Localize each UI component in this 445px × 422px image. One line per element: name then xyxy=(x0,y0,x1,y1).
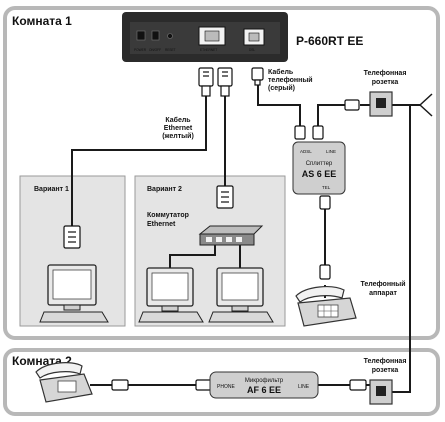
pc1-ethernet-plug xyxy=(63,225,81,249)
router-power-port xyxy=(136,30,146,41)
splitter-name: Сплиттер xyxy=(306,161,333,167)
phone-cable-label-line2: телефонный xyxy=(268,76,313,84)
splitter-adsl-plug xyxy=(294,125,306,140)
router-port-label-reset: RESET xyxy=(165,48,176,52)
splitter-port-adsl: ADSL xyxy=(300,149,312,154)
splitter-model: AS 6 EE xyxy=(302,169,337,179)
ethernet-cable-variant1 xyxy=(71,95,207,228)
splitter-body xyxy=(292,141,346,195)
router-port-label-dsl: DSL xyxy=(249,48,255,52)
splitter: ADSL LINE Сплиттер AS 6 EE TEL xyxy=(292,141,346,195)
line-plug-socket1 xyxy=(344,99,360,111)
external-line-fork xyxy=(419,93,433,117)
telephone-2 xyxy=(35,362,93,403)
splitter-tel-plug xyxy=(319,195,331,210)
microfilter-port-line: LINE xyxy=(298,384,310,390)
phone-cable-label-line1: Кабель xyxy=(268,68,294,76)
phone-cable-router-to-splitter xyxy=(257,80,301,128)
microfilter-model: AF 6 EE xyxy=(247,385,281,395)
router: POWER ON/OFF RESET ETHERNET DSL xyxy=(122,12,288,62)
ethernet-switch xyxy=(198,225,264,246)
switch-label-line2: Ethernet xyxy=(147,221,176,228)
variant1-title: Вариант 1 xyxy=(34,186,69,193)
line-splitter-to-socket xyxy=(317,104,345,128)
phone-plug-router xyxy=(251,67,264,86)
socket1-label-line2: розетка xyxy=(372,79,399,86)
phone2-plug xyxy=(111,379,129,391)
switch-ethernet-plug xyxy=(216,185,234,209)
ethernet-plug-2 xyxy=(217,67,233,97)
microfilter-line-plug xyxy=(349,379,367,391)
router-dsl-port-inner xyxy=(248,32,260,42)
splitter-line-plug xyxy=(312,125,324,140)
microfilter-name: Микрофильтр xyxy=(245,378,284,384)
ethernet-cable-label-line2: Ethernet xyxy=(164,125,193,132)
switch-label-line1: Коммутатор xyxy=(147,212,189,219)
pc-variant2-left xyxy=(138,267,204,323)
socket1-label-line1: Телефонная xyxy=(364,70,407,77)
phone-socket-2 xyxy=(369,379,393,405)
router-port-label-power: POWER xyxy=(134,48,147,52)
pc-variant2-right xyxy=(208,267,274,323)
router-reset-button xyxy=(167,33,173,39)
switch-to-pc-left xyxy=(169,245,216,268)
splitter-port-tel: TEL xyxy=(322,185,331,190)
splitter-port-line: LINE xyxy=(326,149,336,154)
socket2-label-line2: розетка xyxy=(372,367,399,374)
phone1-plug xyxy=(319,264,331,280)
phone-cable-label-line3: (серый) xyxy=(268,84,295,92)
ethernet-cable-label-line3: (желтый) xyxy=(162,132,194,140)
phone-socket-1 xyxy=(369,91,393,117)
microfilter: PHONE Микрофильтр AF 6 EE LINE xyxy=(209,371,319,399)
router-switch xyxy=(151,30,160,41)
room1-title: Комната 1 xyxy=(12,14,72,28)
router-port-label-ethernet: ETHERNET xyxy=(200,48,217,52)
microfilter-body xyxy=(209,371,319,399)
router-port-label-onoff: ON/OFF xyxy=(149,48,161,52)
telephone-1 xyxy=(295,286,357,327)
phone1-label-line1: Телефонный xyxy=(360,280,405,288)
ethernet-cable-label-line1: Кабель xyxy=(165,116,191,124)
wall-riser xyxy=(392,105,411,393)
microfilter-port-phone: PHONE xyxy=(217,384,235,390)
variant2-title: Вариант 2 xyxy=(147,186,182,193)
router-model: P-660RT EE xyxy=(296,34,363,48)
socket2-label-line1: Телефонная xyxy=(364,358,407,365)
router-ethernet-port-inner xyxy=(204,30,220,42)
pc-variant1 xyxy=(39,264,109,323)
ethernet-plug-1 xyxy=(198,67,214,97)
phone1-label-line2: аппарат xyxy=(369,290,397,297)
